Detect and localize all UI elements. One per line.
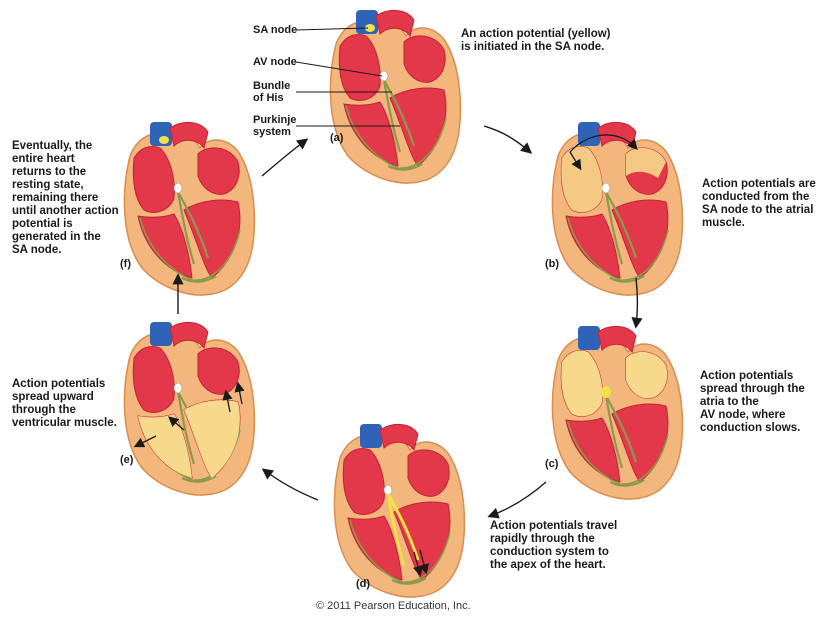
caption-d: Action potentials travel rapidly through… — [490, 520, 617, 572]
copyright-text: © 2011 Pearson Education, Inc. — [316, 600, 471, 612]
caption-b: Action potentials are conducted from the… — [702, 178, 816, 230]
caption-e: Action potentials spread upward through … — [12, 378, 117, 430]
arrow-c-to-d — [490, 482, 546, 516]
heart-e — [124, 322, 254, 495]
label-bundle-of-his: Bundle of His — [253, 80, 290, 104]
panel-label-e: (e) — [120, 454, 133, 466]
label-sa-node: SA node — [253, 24, 297, 36]
arrow-a-to-b — [484, 126, 530, 152]
arrow-d-to-e — [264, 470, 318, 500]
heart-c — [552, 326, 682, 499]
arrow-b-to-c — [636, 278, 638, 326]
heart-a — [330, 10, 460, 183]
panel-label-d: (d) — [356, 578, 370, 590]
label-av-node: AV node — [253, 56, 297, 68]
panel-label-b: (b) — [545, 258, 559, 270]
panel-label-c: (c) — [545, 458, 558, 470]
heart-b — [552, 122, 682, 295]
heart-d — [334, 424, 464, 597]
heart-f — [124, 122, 254, 295]
panel-label-a: (a) — [330, 132, 343, 144]
panel-label-f: (f) — [120, 258, 131, 270]
arrow-f-to-a — [262, 140, 306, 176]
caption-a: An action potential (yellow) is initiate… — [461, 28, 611, 54]
caption-c: Action potentials spread through the atr… — [700, 370, 805, 435]
label-purkinje: Purkinje system — [253, 114, 296, 138]
caption-f: Eventually, the entire heart returns to … — [12, 140, 119, 257]
